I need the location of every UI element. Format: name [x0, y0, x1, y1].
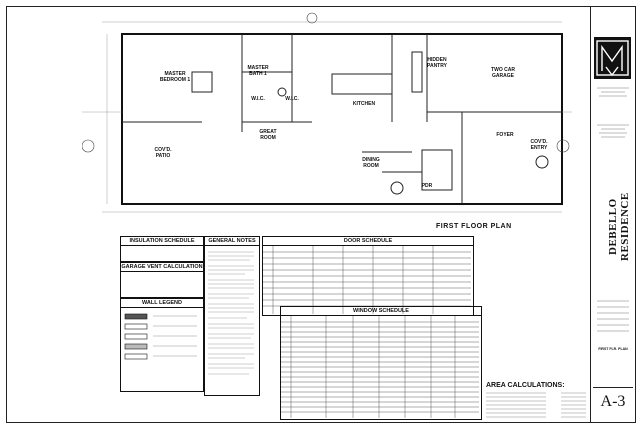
room-master-bath: MASTER BATH 1	[247, 65, 269, 77]
room-foyer: FOYER	[496, 132, 514, 138]
room-covd-patio: COV'D. PATIO	[154, 147, 172, 159]
door-schedule-title: DOOR SCHEDULE	[263, 237, 473, 246]
general-notes-title: GENERAL NOTES	[205, 237, 259, 246]
window-schedule-grid	[281, 316, 479, 418]
general-notes-text-lines	[208, 251, 254, 375]
plan-title: FIRST FLOOR PLAN	[436, 223, 512, 230]
room-wic-2: W.I.C.	[285, 96, 299, 102]
room-hidden-pantry: HIDDEN PANTRY	[427, 57, 447, 69]
garage-vent-title: GARAGE VENT CALCULATION	[121, 264, 203, 272]
room-covd-entry: COV'D. ENTRY	[530, 139, 548, 151]
sheet-title: FIRST FLR. PLAN	[598, 347, 628, 351]
sheet-number: A-3	[593, 387, 633, 416]
architect-logo	[594, 37, 631, 79]
garage-vent-box: GARAGE VENT CALCULATION	[120, 262, 204, 298]
title-block: DEBELLO RESIDENCE FIRST FLR. PLAN A-3	[590, 6, 636, 423]
floor-plan-drawing	[82, 12, 572, 213]
room-wic-1: W.I.C.	[251, 96, 265, 102]
window-schedule: WINDOW SCHEDULE	[280, 306, 482, 420]
door-schedule-grid	[263, 246, 471, 314]
firm-info-lines	[597, 87, 629, 138]
general-notes-box: GENERAL NOTES	[204, 236, 260, 396]
wall-legend-box: WALL LEGEND	[120, 298, 204, 392]
project-title-area: DEBELLO RESIDENCE	[593, 167, 633, 287]
project-name: DEBELLO RESIDENCE	[607, 192, 631, 262]
door-schedule: DOOR SCHEDULE	[262, 236, 474, 316]
room-great-room: GREAT ROOM	[259, 129, 277, 141]
room-kitchen: KITCHEN	[352, 101, 376, 107]
revision-lines	[597, 300, 629, 332]
area-calculations-title: AREA CALCULATIONS:	[486, 382, 565, 389]
wall-legend-title: WALL LEGEND	[121, 299, 203, 308]
window-schedule-title: WINDOW SCHEDULE	[281, 307, 481, 316]
wall-legend-swatches	[124, 313, 197, 360]
insulation-schedule-box: INSULATION SCHEDULE	[120, 236, 204, 262]
room-garage: TWO CAR GARAGE	[491, 67, 515, 79]
room-master-bedroom: MASTER BEDROOM 1	[159, 71, 191, 83]
area-calculation-rows	[486, 392, 586, 418]
room-pdr: PDR	[421, 183, 433, 189]
area-calculations: AREA CALCULATIONS:	[486, 382, 586, 426]
insulation-schedule-title: INSULATION SCHEDULE	[121, 237, 203, 246]
room-dining-room: DINING ROOM	[362, 157, 380, 169]
monogram-icon	[596, 40, 629, 77]
